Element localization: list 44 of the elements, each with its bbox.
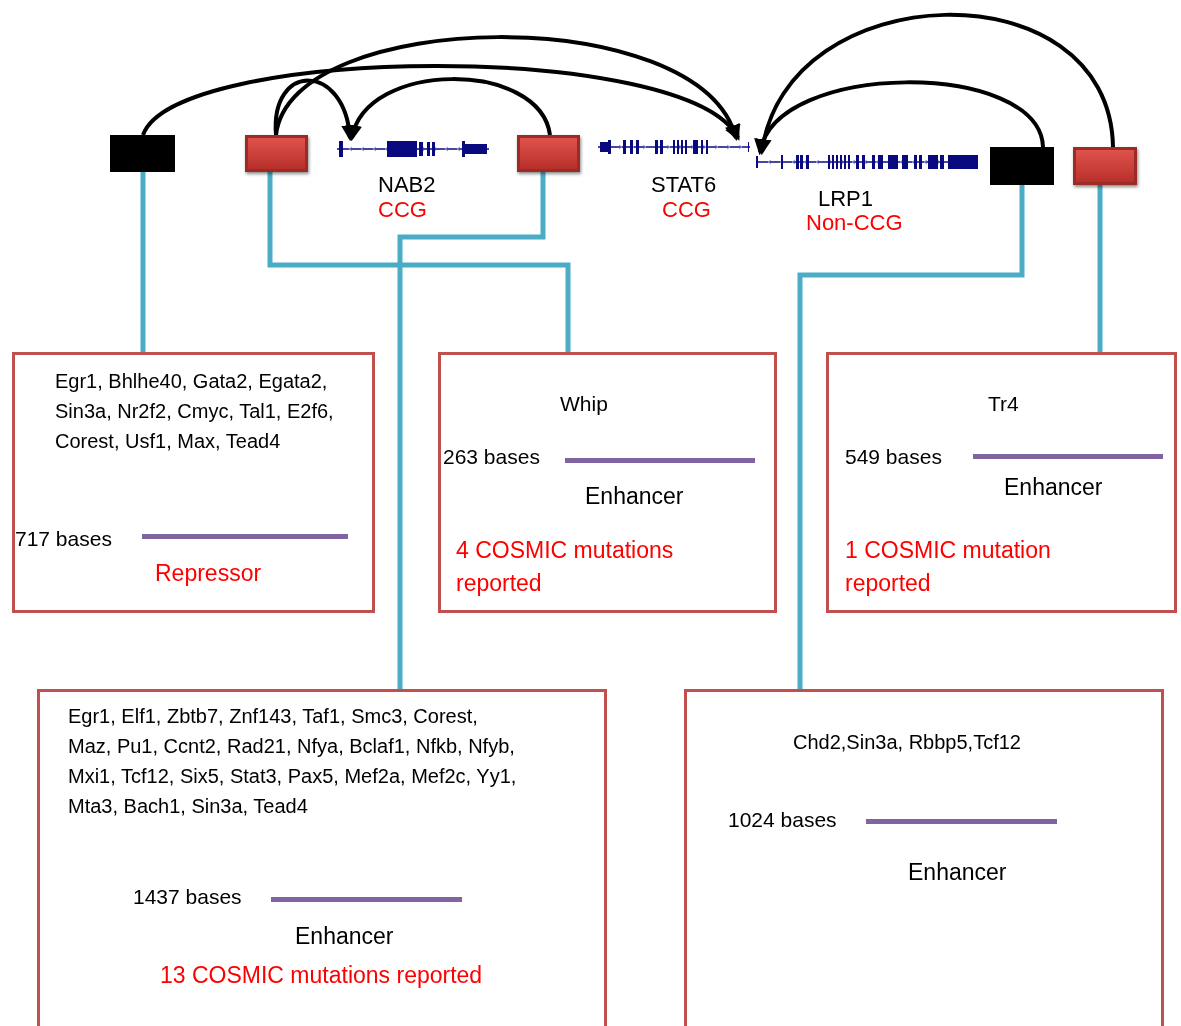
connector-line bbox=[267, 172, 571, 352]
region-block bbox=[110, 135, 175, 172]
annotation-box bbox=[37, 689, 607, 1026]
gene-name: STAT6 bbox=[651, 172, 717, 198]
annotation-box bbox=[438, 352, 777, 613]
annotation-label: 1 COSMIC mutation reported bbox=[845, 536, 1052, 598]
interaction-arc bbox=[274, 35, 738, 141]
region-block bbox=[245, 135, 308, 172]
box-text: Tr4 bbox=[988, 391, 1019, 417]
box-text: 263 bases bbox=[443, 444, 540, 470]
connector-line bbox=[397, 172, 546, 689]
box-text: 549 bases bbox=[845, 444, 942, 470]
box-text: Enhancer bbox=[1004, 473, 1103, 501]
annotation-label: Repressor bbox=[155, 559, 262, 587]
box-text: 1437 bases bbox=[133, 884, 242, 910]
connector-line bbox=[1097, 185, 1103, 352]
region-block bbox=[990, 147, 1054, 185]
connector-line bbox=[140, 172, 146, 352]
annotation-box bbox=[826, 352, 1177, 613]
interaction-arc bbox=[757, 80, 1045, 155]
box-text: Egr1, Elf1, Zbtb7, Znf143, Taf1, Smc3, Corest, Maz, Pu1, Ccnt2, Rad21, Nfya, Bclaf1, Nfkb, Nfyb, Mxi1, Tcf12, Six5, Stat3, Pax5, Mef2a, Mef2c, Yy1, Mta3, Bach1, Sin3a, Tead4 bbox=[68, 704, 518, 819]
region-block bbox=[517, 135, 580, 172]
box-text: Enhancer bbox=[908, 858, 1007, 886]
box-text: Chd2,Sin3a, Rbbp5,Tcf12 bbox=[793, 730, 1021, 755]
box-text: 1024 bases bbox=[728, 807, 837, 833]
interaction-arc bbox=[757, 13, 1115, 156]
annotation-label: 13 COSMIC mutations reported bbox=[160, 961, 483, 989]
gene-name: NAB2 bbox=[378, 172, 436, 198]
gene-class-label: CCG bbox=[662, 197, 711, 223]
box-text: Whip bbox=[560, 391, 608, 417]
box-text: 717 bases bbox=[15, 526, 112, 552]
connector-line bbox=[797, 185, 1025, 689]
annotation-label: 4 COSMIC mutations reported bbox=[456, 536, 675, 598]
box-text: Egr1, Bhlhe40, Gata2, Egata2, Sin3a, Nr2f2, Cmyc, Tal1, E2f6, Corest, Usf1, Max, Tead4 bbox=[55, 369, 335, 454]
box-text: Enhancer bbox=[295, 922, 394, 950]
annotation-box bbox=[684, 689, 1164, 1026]
box-text: Enhancer bbox=[585, 482, 684, 510]
gene-class-label: CCG bbox=[378, 197, 427, 223]
gene-class-label: Non-CCG bbox=[806, 210, 903, 236]
interaction-arc bbox=[141, 64, 741, 141]
interaction-arc bbox=[348, 77, 552, 141]
region-block bbox=[1073, 147, 1137, 185]
gene-name: LRP1 bbox=[818, 186, 874, 212]
annotation-box bbox=[12, 352, 375, 613]
